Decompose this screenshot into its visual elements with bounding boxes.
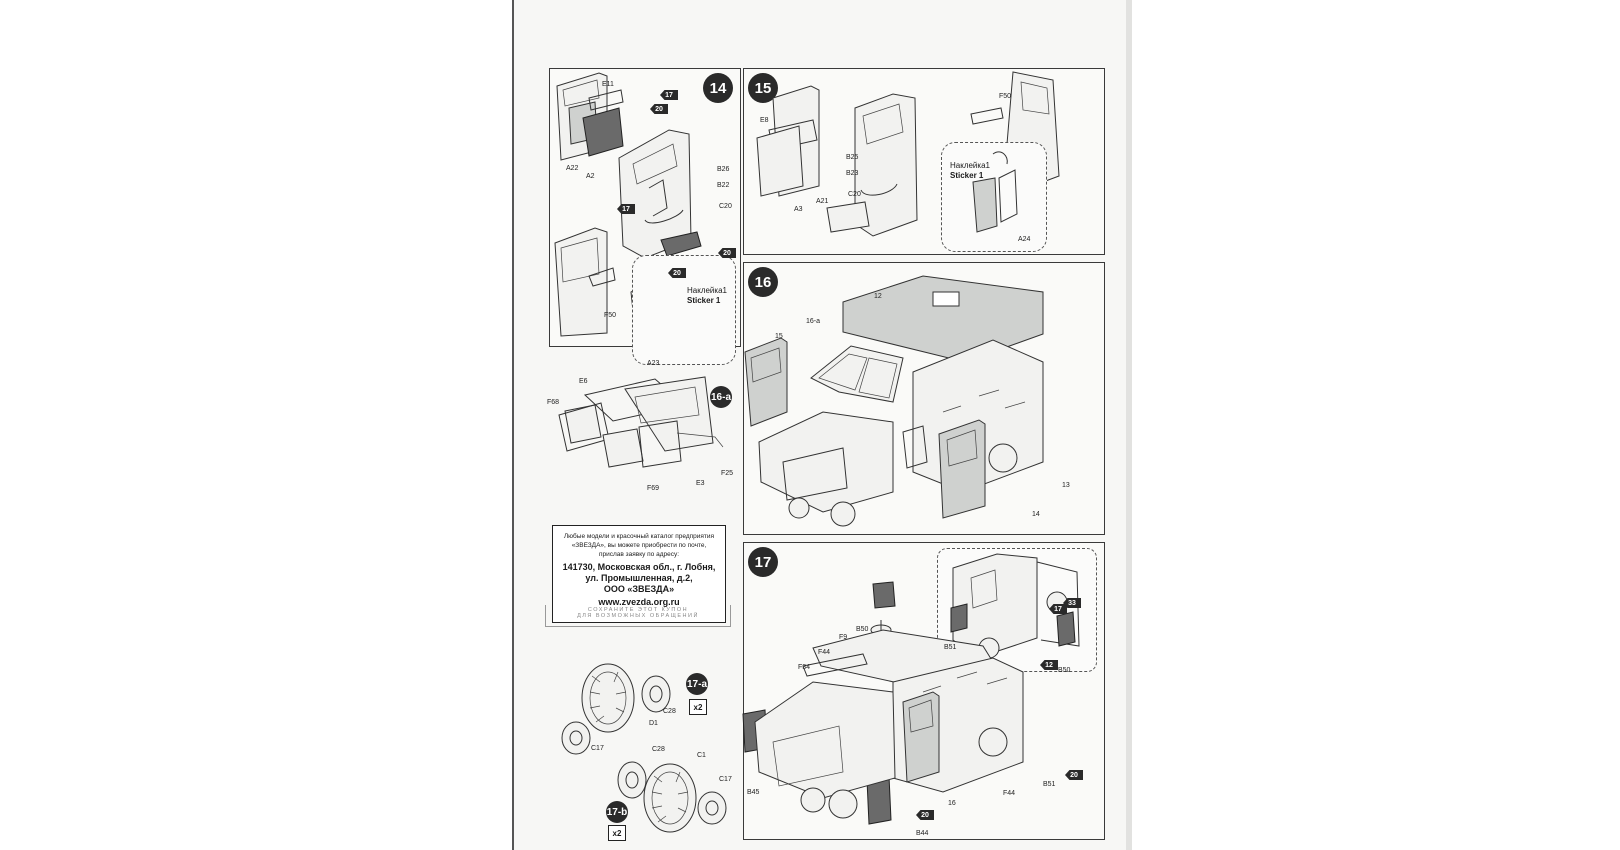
coupon-intro: Любые модели и красочный каталог предпри… [553,532,725,559]
coupon-intro-line: «ЗВЕЗДА», вы можете приобрести по почте, [571,542,707,549]
coupon-website: www.zvezda.org.ru [598,597,680,607]
step-16-number: 16 [748,267,778,297]
coupon-footer: СОХРАНИТЕ ЭТОТ КУПОН ДЛЯ ВОЗМОЖНЫХ ОБРАЩ… [545,605,731,627]
part-label: F25 [721,470,734,477]
part-label: E8 [760,117,769,124]
part-label: C20 [719,203,732,210]
part-label: B50 [856,626,869,633]
part-callout: 13 [1062,482,1070,489]
paint-code-flag: 17 [617,204,635,214]
part-label: C17 [591,745,604,752]
step-17b-wheel-drawing [617,761,727,833]
sticker-label-en: Sticker 1 [950,171,984,180]
step-17a-wheel-drawing [561,663,671,755]
paint-code-flag: 17 [1049,604,1067,614]
part-label: A24 [1018,236,1031,243]
part-label: B25 [846,154,859,161]
step-17-rear-detail-drawing [950,553,1080,659]
part-label: F34 [798,664,811,671]
part-label: B50 [1058,667,1071,674]
paint-code-flag: 20 [916,810,934,820]
sticker-label-en: Sticker 1 [687,296,721,305]
quantity-multiplier: x2 [608,825,626,841]
part-label: A21 [816,198,829,205]
paint-code-flag: 20 [650,104,668,114]
coupon-address: 141730, Московская обл., г. Лобня, ул. П… [553,562,725,595]
paint-code-flag: 20 [718,248,736,258]
address-coupon: Любые модели и красочный каталог предпри… [552,525,726,623]
part-label: E3 [696,480,705,487]
part-label: A23 [647,360,660,367]
step-17b-number: 17-b [606,801,628,823]
page-left-edge [512,0,514,850]
part-label: F68 [547,399,560,406]
part-label: F9 [839,634,848,641]
paint-code-flag: 20 [668,268,686,278]
step-16a-number: 16-a [710,386,732,408]
part-label: B22 [717,182,730,189]
part-callout: 16-a [806,318,821,325]
paint-code-flag: 12 [1040,660,1058,670]
coupon-intro-line: Любые модели и красочный каталог предпри… [563,533,715,540]
part-label: A3 [794,206,803,213]
part-label: B44 [916,830,929,837]
part-label: A22 [566,165,579,172]
part-label: B45 [747,789,760,796]
part-label: F50 [604,312,617,319]
quantity-multiplier: x2 [689,699,707,715]
page-right-edge [1126,0,1132,850]
part-label: D1 [649,720,658,727]
part-label: C28 [652,746,665,753]
coupon-address-line: ООО «ЗВЕЗДА» [603,584,675,594]
step-16-vehicle-drawing [744,275,1044,527]
paint-code-flag: 33 [1063,598,1081,608]
step-16a-drawing [558,376,724,468]
part-label: F44 [1003,790,1016,797]
coupon-address-line: ул. Промышленная, д.2, [585,573,693,583]
part-label: A2 [586,173,595,180]
part-callout: 15 [775,333,783,340]
part-label: C28 [663,708,676,715]
part-label: E6 [579,378,588,385]
coupon-address-line: 141730, Московская обл., г. Лобня, [562,562,716,572]
part-label: C20 [848,191,861,198]
coupon-intro-line: прислав заявку по адресу: [598,551,680,558]
coupon-footer-line: СОХРАНИТЕ ЭТОТ КУПОН [587,607,689,613]
step-14-number: 14 [703,73,733,103]
part-label: C17 [719,776,732,783]
part-callout: 16 [948,800,956,807]
coupon-footer-line: ДЛЯ ВОЗМОЖНЫХ ОБРАЩЕНИЙ [577,613,699,619]
step-14-drawing [554,72,702,337]
paint-code-flag: 17 [660,90,678,100]
sticker-label-ru: Наклейка1 [950,161,990,170]
step-17-vehicle-drawing [742,581,1024,825]
part-label: F69 [647,485,660,492]
part-label: F50 [999,93,1012,100]
step-17a-number: 17-a [686,673,708,695]
part-callout: 12 [874,293,882,300]
part-label: F44 [818,649,831,656]
step-15-drawing [756,71,1060,237]
part-label: C1 [697,752,706,759]
part-label: B23 [846,170,859,177]
part-label: B51 [944,644,957,651]
sticker-label-ru: Наклейка1 [687,286,727,295]
sticker-mirror-drawing [972,151,1018,233]
part-label: B26 [717,166,730,173]
part-callout: 14 [1032,511,1040,518]
paint-code-flag: 20 [1065,770,1083,780]
part-label: B51 [1043,781,1056,788]
part-label: E11 [602,81,614,88]
step-17-number: 17 [748,547,778,577]
